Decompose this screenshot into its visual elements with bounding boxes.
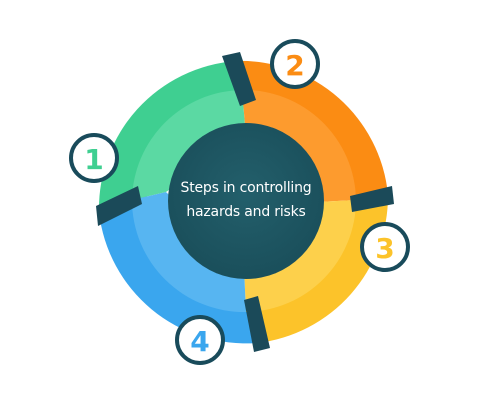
- step-2-number: 2: [285, 49, 304, 82]
- center-label-line-1: Steps in controlling: [180, 180, 312, 196]
- step-3-badge: 3: [360, 222, 410, 272]
- divider-top: [222, 52, 256, 106]
- center-hub: [168, 123, 324, 279]
- segment-dividers: [96, 52, 394, 352]
- step-2-badge: 2: [270, 39, 320, 89]
- step-3-number: 3: [375, 232, 394, 265]
- divider-bottom: [244, 296, 270, 352]
- step-4-badge: 4: [175, 315, 225, 365]
- step-1-number: 1: [84, 143, 103, 176]
- center-label: Steps in controlling hazards and risks: [166, 176, 326, 224]
- center-label-line-2: hazards and risks: [186, 204, 306, 220]
- divider-right: [350, 186, 394, 212]
- divider-left: [96, 186, 142, 226]
- step-4-number: 4: [190, 325, 209, 358]
- step-1-segment-inner: [132, 90, 246, 200]
- step-1-badge: 1: [69, 133, 119, 183]
